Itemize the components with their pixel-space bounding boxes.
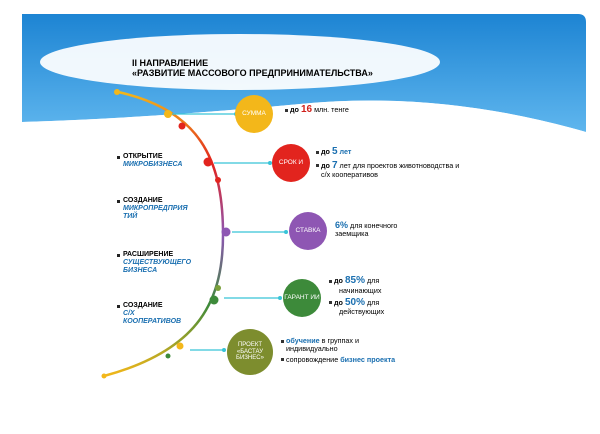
arc-node-6 bbox=[209, 295, 219, 305]
circle-label-rate: СТАВКА bbox=[295, 227, 321, 235]
title-panel bbox=[40, 34, 440, 90]
circle-label-term: СРОК И bbox=[278, 159, 304, 167]
info-sum-value: 16 bbox=[300, 104, 313, 115]
left-bullet-2 bbox=[117, 200, 120, 203]
left-item-head: РАСШИРЕНИЕ bbox=[123, 251, 174, 258]
left-item-sub-2: КООПЕРАТИВОВ bbox=[123, 318, 182, 326]
circle-label-sum: СУММА bbox=[242, 110, 266, 118]
circle-project bbox=[227, 329, 273, 375]
arc-node-3 bbox=[203, 157, 213, 167]
arc-node-bottom bbox=[101, 373, 107, 379]
sky-wave-white bbox=[22, 100, 586, 150]
bullet-icon bbox=[281, 358, 284, 362]
info-term-l2-prefix: до bbox=[321, 160, 332, 170]
circle-label-project: ПРОЕКТ «БАСТАУ БИЗНЕС» bbox=[236, 342, 264, 362]
bullet-icon bbox=[316, 150, 319, 154]
left-item-3: РАСШИРЕНИЕ СУЩЕСТВУЮЩЕГО БИЗНЕСА bbox=[123, 251, 218, 275]
left-item-4: СОЗДАНИЕ С/Х КООПЕРАТИВОВ bbox=[123, 302, 218, 326]
left-item-head: ОТКРЫТИЕ bbox=[123, 153, 163, 160]
info-guarantee-l2-suffix: для bbox=[364, 297, 380, 307]
bullet-icon bbox=[329, 301, 332, 305]
left-item-sub-2: ТИЙ bbox=[123, 213, 138, 221]
arc-node-4 bbox=[215, 177, 221, 183]
info-rate-l2: заемщика bbox=[335, 229, 369, 239]
left-item-head: СОЗДАНИЕ bbox=[123, 302, 163, 309]
left-bullet-4 bbox=[117, 305, 120, 308]
arc-node-9 bbox=[165, 353, 171, 359]
circle-term bbox=[272, 144, 310, 182]
info-guarantee-l1-prefix: до bbox=[334, 276, 345, 285]
left-item-1: ОТКРЫТИЕ МИКРОБИЗНЕСА bbox=[123, 153, 218, 169]
info-term-l1-value: 5 bbox=[331, 146, 338, 157]
circle-label-guarantee: ГАРАНТ ИИ bbox=[284, 294, 320, 302]
info-sum: до 16 млн. тенге bbox=[285, 104, 349, 116]
left-bullet-3 bbox=[117, 254, 120, 257]
bullet-icon bbox=[281, 339, 284, 343]
info-sum-prefix: до bbox=[290, 105, 301, 114]
arc-node-5 bbox=[221, 227, 231, 237]
bullet-icon bbox=[285, 108, 288, 112]
info-term-l2-value: 7 bbox=[331, 159, 338, 171]
bullet-icon bbox=[329, 279, 332, 283]
info-term-l2-suffix: лет для проектов животноводства и bbox=[337, 160, 460, 170]
arc-node-7 bbox=[215, 285, 221, 291]
info-project-l2-rest: сопровождение bbox=[286, 354, 341, 364]
info-rate-value: 6% bbox=[335, 220, 349, 230]
info-project-l1-rest: в группах и bbox=[319, 336, 360, 345]
info-guarantee-l1-value: 85% bbox=[344, 275, 365, 286]
arc-node-2 bbox=[178, 122, 186, 130]
info-project-l1-bold: обучение bbox=[286, 336, 320, 345]
info-sum-suffix: млн. тенге bbox=[312, 105, 349, 114]
left-item-sub: МИКРОПРЕДПРИЯ bbox=[123, 205, 188, 213]
arc-node-8 bbox=[176, 342, 184, 350]
info-project-l2-bold: бизнес проекта bbox=[340, 354, 396, 364]
left-item-2: СОЗДАНИЕ МИКРОПРЕДПРИЯ ТИЙ bbox=[123, 197, 218, 221]
info-guarantee-l2-prefix: до bbox=[334, 297, 345, 307]
info-rate-l1: для конечного bbox=[348, 221, 398, 230]
left-item-sub-2: БИЗНЕСА bbox=[123, 267, 158, 275]
left-item-head: СОЗДАНИЕ bbox=[123, 197, 163, 204]
left-item-sub: С/Х bbox=[123, 310, 135, 318]
title-line-1: II НАПРАВЛЕНИЕ bbox=[132, 58, 209, 68]
info-project-l1b: индивидуально bbox=[286, 344, 338, 354]
info-term-l1-prefix: до bbox=[321, 147, 332, 156]
arc-node-1 bbox=[164, 110, 172, 118]
arc-node-top bbox=[114, 89, 120, 95]
bullet-icon bbox=[316, 164, 319, 168]
circle-guarantee bbox=[283, 279, 321, 317]
info-guarantee-l1-suffix: для bbox=[364, 276, 380, 285]
info-guarantee-l2-value: 50% bbox=[344, 296, 365, 308]
left-item-sub: МИКРОБИЗНЕСА bbox=[123, 161, 183, 169]
info-project: обучение в группах и индивидуально сопро… bbox=[281, 336, 396, 364]
info-term-l1-suffix: лет bbox=[337, 147, 352, 156]
info-term-l3: с/х кооперативов bbox=[321, 170, 378, 179]
info-guarantee: до 85% для начинающих до 50% для действу… bbox=[329, 275, 384, 317]
info-term: до 5 лет до 7 лет для проектов животново… bbox=[316, 146, 459, 179]
info-guarantee-l2b: действующих bbox=[339, 307, 385, 317]
title-line-2: «РАЗВИТИЕ МАССОВОГО ПРЕДПРИНИМАТЕЛЬСТВА» bbox=[132, 68, 373, 79]
timeline-arc bbox=[103, 90, 225, 378]
info-rate: 6% для конечного заемщика bbox=[335, 220, 397, 239]
circle-rate bbox=[289, 212, 327, 250]
left-bullet-1 bbox=[117, 156, 120, 159]
info-guarantee-l1b: начинающих bbox=[339, 285, 382, 295]
circle-sum bbox=[235, 95, 273, 133]
left-item-sub: СУЩЕСТВУЮЩЕГО bbox=[123, 259, 192, 267]
